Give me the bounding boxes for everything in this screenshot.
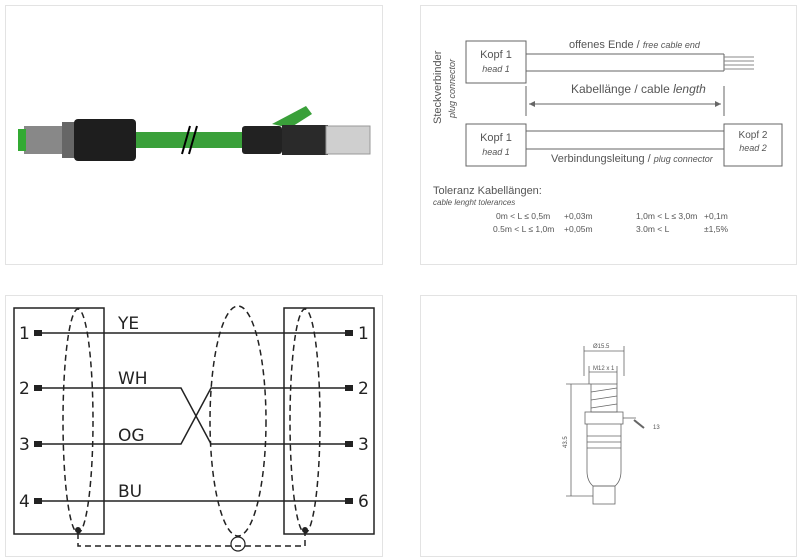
diagram-label: cable lenght tolerances: [433, 198, 515, 207]
diagram-label: Kopf 1: [480, 132, 512, 144]
m12-connector-thread: [24, 126, 64, 154]
diagram-label: free cable end: [643, 40, 701, 50]
right-pin: 6: [358, 492, 369, 512]
wire-color: WH: [118, 369, 148, 389]
wire-color: YE: [117, 314, 139, 334]
side-label-de: Steckverbinder: [432, 50, 444, 124]
diagram-label: +0,05m: [564, 224, 593, 234]
rj45-latch: [272, 106, 312, 128]
left-pin: 2: [19, 379, 30, 399]
diagram-label: 3.0m < L: [636, 224, 670, 234]
dimension-drawing: Ø15.5 M12 x 1 13 43.5: [420, 295, 797, 557]
cable-right: [198, 132, 242, 148]
diagram-label: Kopf 2: [739, 130, 768, 141]
right-pin: 3: [358, 435, 369, 455]
diagram-label: +0,1m: [704, 211, 728, 221]
left-pin: 3: [19, 435, 30, 455]
diagram-label: plug connector: [653, 154, 714, 164]
svg-text:Verbindungsleitung / plug conn: Verbindungsleitung / plug connector: [551, 153, 714, 165]
diagram-label: ±1,5%: [704, 224, 728, 234]
product-photo-panel: [5, 5, 383, 265]
rj45-plug: [325, 125, 371, 155]
svg-text:offenes Ende / free cable end: offenes Ende / free cable end: [569, 39, 701, 51]
rj45-boot: [242, 126, 282, 154]
diagram-label: length: [673, 82, 706, 96]
connector-face: [18, 129, 26, 151]
cable-length-diagram: Steckverbinder plug connector Kopf 1 hea…: [420, 5, 797, 265]
length-label: 43.5: [563, 436, 569, 448]
diagram-label: 0m < L ≤ 0,5m: [496, 211, 550, 221]
diagram-label: head 1: [482, 64, 510, 74]
cable-product-image: [18, 106, 371, 161]
diagram-label: Verbindungsleitung /: [551, 153, 652, 165]
left-pin: 1: [19, 324, 30, 344]
wrench-size-label: 13: [653, 425, 660, 431]
left-pin: 4: [19, 492, 30, 512]
tolerance-title: Toleranz Kabellängen:: [433, 185, 542, 197]
diagram-label: Kabellänge / cable: [571, 82, 670, 96]
diagram-label: head 2: [739, 143, 767, 153]
diagram-label: +0,03m: [564, 211, 593, 221]
diagram-label: 1,0m < L ≤ 3,0m: [636, 211, 697, 221]
right-pin: 2: [358, 379, 369, 399]
wire-color: BU: [118, 482, 142, 502]
right-pin: 1: [358, 324, 369, 344]
diameter-label: Ø15.5: [593, 344, 610, 350]
wiring-diagram: 1 2 3 4 YE WH OG BU 1 2 3 6: [5, 295, 383, 557]
diagram-label: offenes Ende /: [569, 39, 641, 51]
connector-grip: [74, 119, 136, 161]
wire-color: OG: [118, 426, 145, 446]
svg-text:Kabellänge / cable length: Kabellänge / cable length: [571, 82, 706, 96]
diagram-label: Kopf 1: [480, 49, 512, 61]
diagram-label: head 1: [482, 147, 510, 157]
side-label-en: plug connector: [447, 58, 457, 119]
diagram-label: 0.5m < L ≤ 1,0m: [493, 224, 554, 234]
thread-label: M12 x 1: [593, 366, 615, 372]
